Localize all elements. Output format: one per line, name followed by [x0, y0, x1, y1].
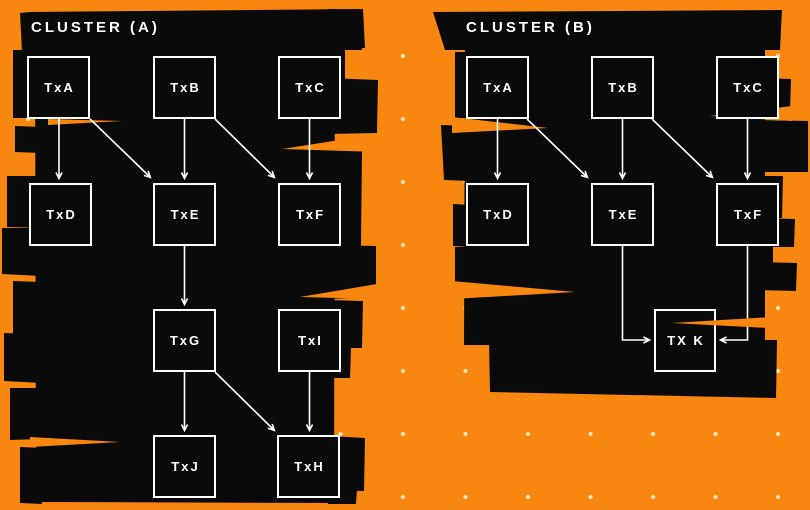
edge-b-txf-txk	[718, 246, 749, 344]
node-a-txd: TxD	[29, 183, 92, 246]
node-a-txj: TxJ	[153, 435, 216, 498]
cluster-b-title: CLUSTER (B)	[466, 19, 595, 36]
node-label: TxI	[298, 333, 323, 348]
edge-b-txb-txf	[651, 118, 714, 179]
node-label: TxF	[733, 207, 764, 222]
node-b-txc: TxC	[716, 56, 779, 119]
node-a-txa: TxA	[27, 56, 90, 119]
node-a-txe: TxE	[153, 183, 216, 246]
node-label: TxC	[295, 80, 326, 95]
edge-b-txe-txk	[621, 246, 652, 344]
node-label: TxE	[608, 207, 639, 222]
node-label: TxF	[295, 207, 326, 222]
edge-a-txg-txh	[214, 371, 276, 432]
node-b-txf: TxF	[716, 183, 779, 246]
edge-a-txa-txe	[89, 118, 152, 179]
node-b-txk: TX K	[654, 309, 716, 372]
node-label: TxB	[608, 80, 639, 95]
node-label: TxE	[170, 207, 201, 222]
node-label: TX K	[667, 333, 705, 348]
node-a-txc: TxC	[278, 56, 341, 119]
node-label: TxD	[46, 207, 77, 222]
node-a-txi: TxI	[278, 309, 341, 372]
cluster-a-edges	[55, 118, 314, 433]
txk-gash	[672, 316, 788, 329]
node-b-txa: TxA	[466, 56, 529, 119]
node-b-txe: TxE	[591, 183, 654, 246]
node-b-txb: TxB	[591, 56, 654, 119]
edge-b-txa-txe	[526, 118, 589, 179]
node-a-txf: TxF	[278, 183, 341, 246]
node-a-txg: TxG	[153, 309, 216, 372]
cluster-b-edges	[493, 118, 752, 344]
edge-a-txb-txf	[214, 118, 276, 179]
node-label: TxB	[170, 80, 201, 95]
node-label: TxH	[294, 459, 325, 474]
node-a-txb: TxB	[153, 56, 216, 119]
node-label: TxJ	[171, 459, 200, 474]
node-label: TxA	[483, 80, 514, 95]
node-label: TxC	[733, 80, 764, 95]
node-b-txd: TxD	[466, 183, 529, 246]
node-label: TxD	[483, 207, 514, 222]
node-label: TxG	[169, 333, 202, 348]
cluster-a-title: CLUSTER (A)	[31, 19, 160, 36]
node-a-txh: TxH	[277, 435, 340, 498]
node-label: TxA	[44, 80, 75, 95]
